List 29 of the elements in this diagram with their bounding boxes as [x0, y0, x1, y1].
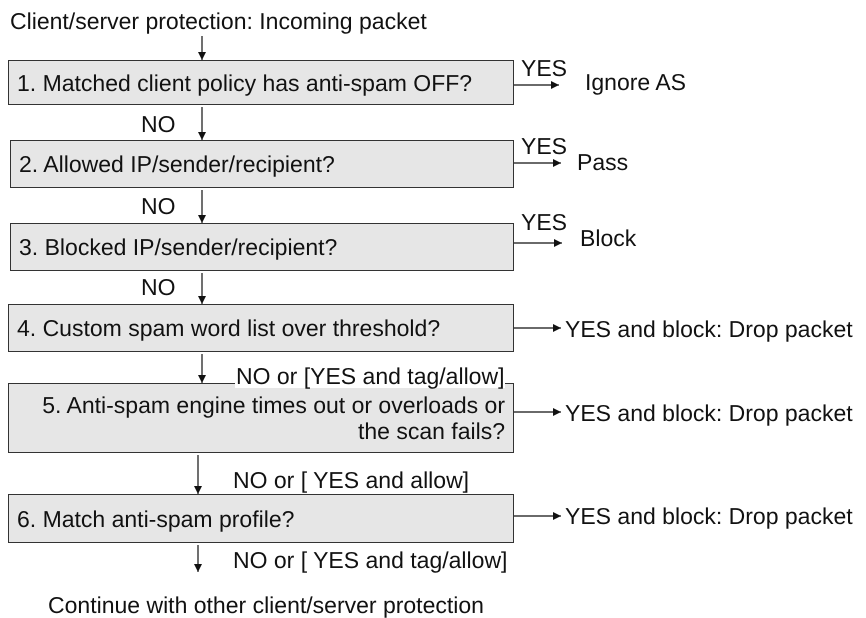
arrow	[514, 159, 561, 167]
arrow	[198, 36, 206, 60]
arrow	[198, 190, 206, 223]
decision-box: 3. Blocked IP/sender/recipient?	[10, 223, 514, 271]
decision-box: 1. Matched client policy has anti-spam OFF?	[8, 60, 514, 105]
arrow	[514, 408, 561, 416]
arrow	[514, 239, 562, 247]
flow-text: Client/server protection: Incoming packet	[10, 8, 427, 34]
arrow	[194, 455, 202, 494]
flow-text: YES and block: Drop packet	[565, 316, 853, 342]
flow-text: YES and block: Drop packet	[565, 503, 853, 529]
arrow	[514, 324, 561, 332]
arrow	[514, 512, 561, 520]
flow-text: Pass	[577, 149, 628, 175]
flow-text: YES and block: Drop packet	[565, 400, 853, 426]
decision-box: 2. Allowed IP/sender/recipient?	[10, 140, 514, 188]
decision-box: 4. Custom spam word list over threshold?	[8, 304, 514, 352]
arrow	[198, 354, 206, 383]
flow-text: Ignore AS	[585, 69, 686, 95]
edge-label: NO or [ YES and tag/allow]	[232, 548, 508, 572]
edge-label: NO or [ YES and allow]	[232, 468, 470, 492]
edge-label: NO or [YES and tag/allow]	[235, 364, 506, 388]
arrow	[198, 273, 206, 304]
flow-text: Block	[580, 225, 636, 251]
decision-box: 6. Match anti-spam profile?	[8, 494, 514, 543]
flow-text: Continue with other client/server protection	[48, 592, 484, 618]
arrow	[514, 81, 559, 89]
arrow	[194, 545, 202, 572]
arrow	[198, 107, 206, 140]
